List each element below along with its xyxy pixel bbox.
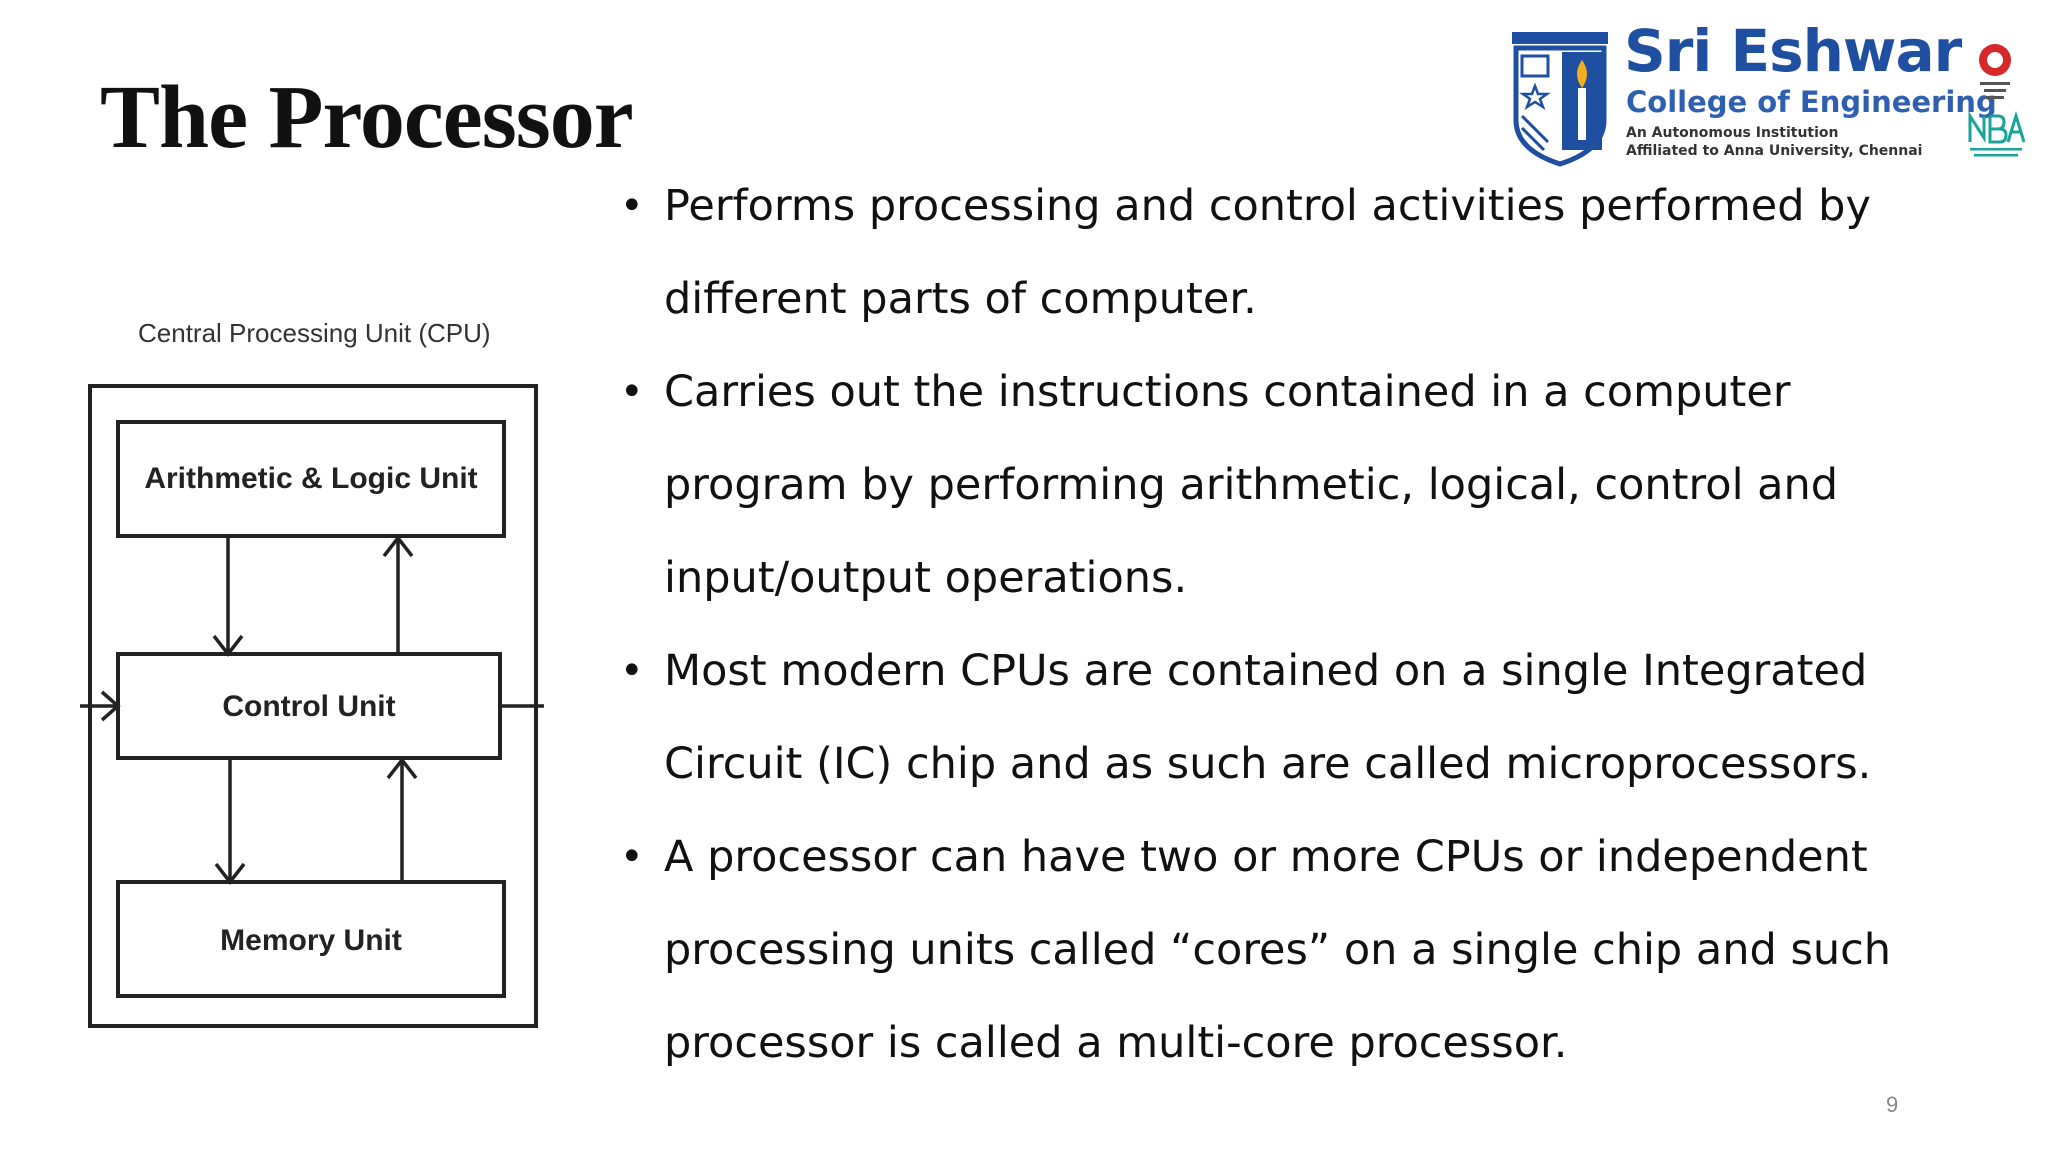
slide-title: The Processor <box>100 68 634 167</box>
arrowhead-alu-to-control <box>212 634 244 657</box>
bullet-item: • Performs processing and control activit… <box>612 160 1892 346</box>
bullet-list: • Performs processing and control activit… <box>612 160 1892 1090</box>
memory-unit-label: Memory Unit <box>220 924 402 957</box>
control-unit-block: Control Unit <box>116 652 502 760</box>
college-status: An Autonomous Institution <box>1626 125 1839 141</box>
bullet-dot-icon: • <box>620 183 644 229</box>
college-affiliation: Affiliated to Anna University, Chennai <box>1626 143 1923 159</box>
bullet-dot-icon: • <box>620 648 644 694</box>
cpu-block-diagram: Arithmetic & Logic Unit Control Unit Mem… <box>80 384 544 1028</box>
bullet-item: • A processor can have two or more CPUs o… <box>612 811 1892 1090</box>
memory-unit-block: Memory Unit <box>116 880 506 998</box>
control-unit-label: Control Unit <box>222 690 395 723</box>
nba-badge-icon <box>1968 110 2026 157</box>
cpu-diagram-caption: Central Processing Unit (CPU) <box>138 318 491 348</box>
arrowhead-memory-to-control <box>386 757 418 780</box>
bullet-text: Performs processing and control activiti… <box>664 181 1871 324</box>
bullet-text: Most modern CPUs are contained on a sing… <box>664 646 1872 789</box>
bullet-text: Carries out the instructions contained i… <box>664 367 1839 603</box>
bullet-dot-icon: • <box>620 834 644 880</box>
bullet-item: • Most modern CPUs are contained on a sin… <box>612 625 1892 811</box>
college-logo: Sri Eshwar College of Engineering An Aut… <box>1510 22 2030 172</box>
bullet-text: A processor can have two or more CPUs or… <box>664 832 1891 1068</box>
college-subtitle: College of Engineering <box>1626 85 1997 119</box>
arrowhead-control-to-alu <box>382 535 414 558</box>
page-number: 9 <box>1886 1092 1899 1117</box>
bullet-dot-icon: • <box>620 369 644 415</box>
shield-torch-emblem-icon <box>1512 32 1608 167</box>
arrowhead-control-to-memory <box>214 862 246 885</box>
arrowhead-input <box>100 690 121 722</box>
bullet-item: • Carries out the instructions contained … <box>612 346 1892 625</box>
naac-badge-icon <box>1979 44 2011 99</box>
college-name: Sri Eshwar <box>1624 17 1962 85</box>
alu-block: Arithmetic & Logic Unit <box>116 420 506 538</box>
alu-label: Arithmetic & Logic Unit <box>144 462 477 495</box>
